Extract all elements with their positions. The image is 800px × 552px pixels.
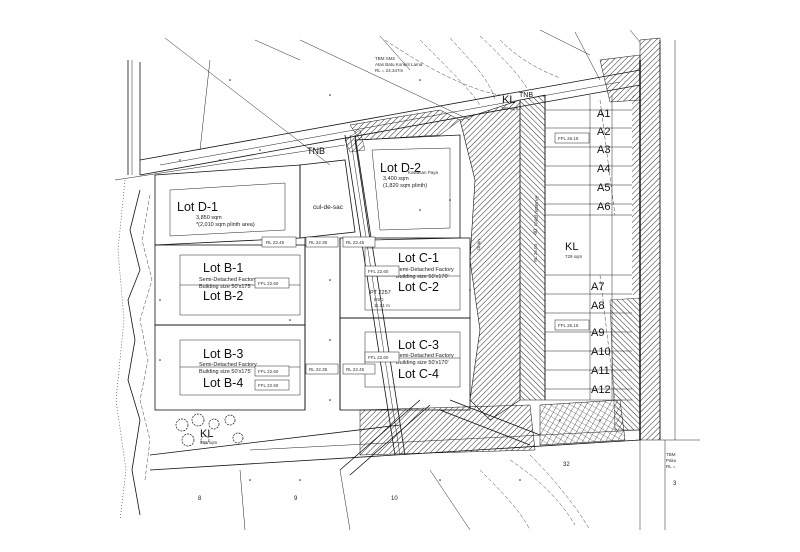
ffl-label: FFL 22.60 [258, 369, 279, 374]
a-lot-label: A12 [591, 384, 611, 396]
kl-right-area: 729 sqm [565, 254, 583, 259]
tree-cluster [175, 413, 244, 447]
lot-numbers: 8 9 10 32 3 [198, 462, 677, 502]
kl-bottom-area: 598 sqm [200, 440, 218, 445]
rl-label: RL 22.45 [266, 240, 285, 245]
lot-b3-desc1: Semi-Detached Factory [199, 362, 257, 368]
lot-d2-area: 3,400 sqm [383, 176, 409, 182]
kl-bottom: KL 598 sqm [200, 428, 218, 445]
a-lots-grid [544, 95, 632, 401]
hatched-reserves [344, 37, 661, 456]
lot-number: 10 [391, 496, 398, 502]
pt-line3: 11.01 m [374, 303, 390, 308]
ffl-label: FFL 26.15 [558, 136, 579, 141]
lot-b1-desc2: Building size 50'x175' [199, 284, 252, 290]
rl-label: RL 22.45 [346, 240, 365, 245]
rl-label: RL 22.35 [309, 240, 328, 245]
a-lot-label: A9 [591, 327, 604, 339]
lot-number: 8 [198, 496, 202, 502]
ffl-label: FFL 22.60 [258, 383, 279, 388]
tbm-right-l1: TBM [666, 452, 676, 457]
lot-d1-plinth: *(2,010 sqm plinth area) [196, 222, 255, 228]
lot-c4-name: Lot C-4 [398, 367, 439, 381]
tbm-top-l3: RL = 24.347m [375, 68, 403, 73]
kl-right: KL 729 sqm [565, 241, 583, 259]
lot-b1-label: Lot B-1 Semi-Detached Factory Building s… [199, 261, 257, 303]
a-lot-labels: A1 A2 A3 A4 A5 A6 A7 A8 A9 A10 A11 A12 [591, 108, 611, 396]
lot-c1-name: Lot C-1 [398, 251, 439, 265]
kawasan-label: Kawasan Paya [408, 170, 439, 175]
lot-d1-name: Lot D-1 [177, 200, 218, 214]
lot-number: 9 [294, 496, 298, 502]
lot-c2-name: Lot C-2 [398, 280, 439, 294]
rl-2600-label: RL 26.00 [533, 243, 538, 262]
ffl-label: FFL 22.60 [368, 355, 389, 360]
ffl-label: FFL 26.15 [558, 323, 579, 328]
a-lot-label: A6 [597, 201, 610, 213]
tbm-top-l1: TBM SM2 [375, 56, 395, 61]
a-lot-label: A11 [591, 365, 610, 377]
lot-c3-desc2: Building size 50'x170' [396, 360, 449, 366]
lot-d2-label: Lot D-2 3,400 sqm (1,820 sqm plinth) [380, 161, 427, 189]
lot-b2-name: Lot B-2 [203, 289, 243, 303]
lot-b4-name: Lot B-4 [203, 376, 243, 390]
a-lot-label: A5 [597, 182, 610, 194]
ffl-label: FFL 22.60 [368, 269, 389, 274]
tbm-top-l2: Atas Batu Konkrit Lama [375, 62, 423, 67]
lot-d1-label: Lot D-1 3,850 sqm *(2,010 sqm plinth are… [177, 200, 255, 228]
lot-c3-name: Lot C-3 [398, 338, 439, 352]
rl-label: RL 22.35 [309, 367, 328, 372]
lot-number: 32 [563, 462, 570, 468]
lot-b3-name: Lot B-3 [203, 347, 243, 361]
drain-label: Drain [476, 239, 481, 250]
ffl-label: FFL 22.60 [258, 281, 279, 286]
a-lot-label: A3 [597, 144, 610, 156]
lot-d1-area: 3,850 sqm [196, 215, 222, 221]
lot-c3-desc1: Semi-Detached Factory [396, 353, 454, 359]
lot-c1-desc2: Building size 50'x170' [396, 274, 449, 280]
pt-number: PT 2257 [370, 290, 391, 296]
a-lot-label: A2 [597, 126, 610, 138]
lot-c1-desc1: Semi-Detached Factory [396, 267, 454, 273]
tnb-top-label: TNB [519, 92, 533, 99]
rl-label: RL 22.45 [346, 367, 365, 372]
kl-bottom-label: KL [200, 428, 213, 440]
tnb-left-label: TNB [307, 146, 325, 156]
a-lot-label: A1 [597, 108, 610, 120]
a-lot-label: A7 [591, 281, 604, 293]
kl-top: KL 392 sqm [501, 94, 519, 111]
lot-b3-label: Lot B-3 Semi-Detached Factory Building s… [199, 347, 257, 390]
lot-b1-name: Lot B-1 [203, 261, 243, 275]
tbm-right-l3: RL = [666, 464, 676, 469]
lot-d2-plinth: (1,820 sqm plinth) [383, 183, 427, 189]
kl-top-label: KL [502, 94, 515, 106]
lot-c1-label: Lot C-1 Semi-Detached Factory Building s… [396, 251, 454, 294]
lot-boundaries [154, 95, 632, 476]
kl-right-label: KL [565, 241, 578, 253]
a-lot-label: A8 [591, 300, 604, 312]
survey-points [159, 79, 601, 481]
level-tags: RL 22.45 RL 22.35 RL 22.45 FFL 22.60 FFL… [254, 132, 590, 391]
tbm-right-l2: Paku [666, 458, 677, 463]
lot-c3-label: Lot C-3 Semi-Detached Factory Building s… [396, 338, 454, 381]
a-lot-label: A4 [597, 163, 610, 175]
lot-number: 3 [673, 481, 677, 487]
road-reserve-label: 40' road reserve [533, 195, 540, 235]
lot-d2-name: Lot D-2 [380, 161, 421, 175]
pt-line2: HSD [374, 297, 384, 302]
tbm-right: TBM Paku RL = [666, 452, 677, 469]
pt-label: PT 2257 HSD 11.01 m [370, 290, 391, 308]
cul-de-sac-label: cul-de-sac [313, 204, 344, 211]
a-lot-label: A10 [591, 346, 611, 358]
kl-top-area: 392 sqm [501, 106, 519, 111]
lot-b3-desc2: Building size 50'x175' [199, 369, 252, 375]
lot-b1-desc1: Semi-Detached Factory [199, 277, 257, 283]
tbm-top: TBM SM2 Atas Batu Konkrit Lama RL = 24.3… [375, 56, 423, 73]
